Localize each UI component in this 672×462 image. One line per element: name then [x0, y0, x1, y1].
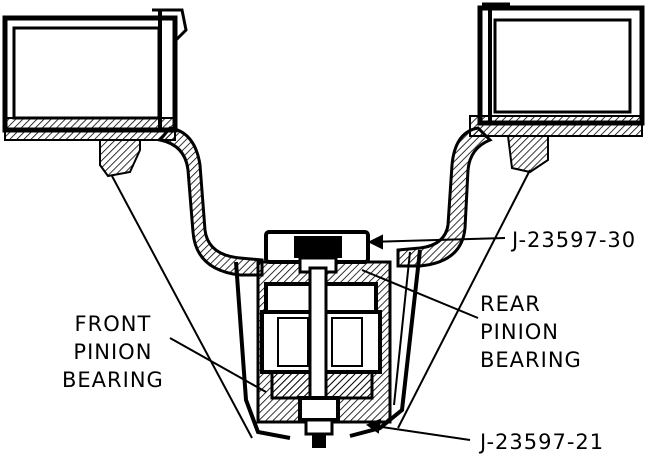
label-front-line-2: PINION — [73, 340, 153, 364]
label-front-pinion-bearing: FRONT PINION BEARING — [62, 310, 164, 394]
label-front-line-3: BEARING — [62, 368, 164, 392]
right-carrier-bore — [469, 2, 645, 174]
leader-left-bore — [111, 175, 253, 439]
leader-tool-upper — [369, 237, 506, 243]
left-carrier-bore — [2, 8, 188, 178]
leader-tool-lower — [367, 424, 471, 441]
label-rear-line-3: BEARING — [480, 348, 582, 372]
leader-tool-lower-arrow — [365, 418, 382, 434]
label-tool-upper: J-23597-30 — [512, 228, 637, 252]
label-front-line-1: FRONT — [74, 312, 152, 336]
label-tool-lower: J-23597-21 — [480, 430, 605, 454]
label-rear-pinion-bearing: REAR PINION BEARING — [480, 290, 582, 374]
pinion-assembly — [256, 230, 392, 448]
leader-lines — [111, 169, 531, 441]
label-rear-line-1: REAR — [480, 292, 541, 316]
leader-front-bearing — [169, 337, 267, 393]
leader-right-bore — [397, 169, 531, 429]
leader-tool-upper-arrow — [367, 234, 383, 250]
label-rear-line-2: PINION — [480, 320, 559, 344]
